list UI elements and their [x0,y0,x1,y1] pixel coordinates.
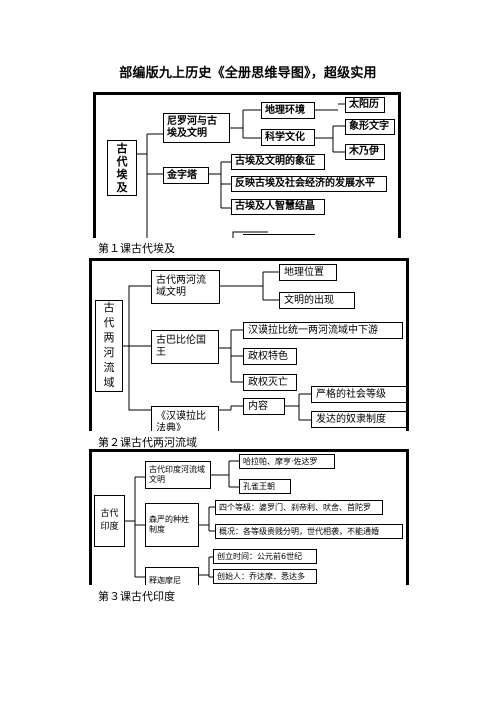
panel-frame [89,449,409,585]
node-pyramid: 金字塔 [163,167,209,184]
node-label: 尼罗河与古埃及文明 [167,116,217,139]
node-label: 古埃及文明的象征 [235,156,315,167]
node-location: 地理位置 [279,264,337,281]
node-label: 文明的出现 [284,294,334,306]
node-label: 地理位置 [284,266,324,278]
node-social-hierarchy: 严格的社会等级 [311,386,407,403]
node-label: 古代印度河流域文明 [149,465,205,484]
node-label: 释迦摩尼 [149,576,181,585]
root-node-label: 古代埃及 [116,141,128,195]
panel-frame [93,92,401,238]
node-label: 地理环境 [265,104,305,116]
node-caste-overview: 概况：各等级贵贱分明，世代相袭，不能通婚 [215,524,403,539]
node-unification: 汉谟拉比统一两河流域中下游 [243,322,403,339]
node-slavery: 发达的奴隶制度 [311,411,407,428]
node-science-culture: 科学文化 [261,129,315,146]
lesson-caption: 第３课古代印度 [98,590,175,603]
node-indus-civilization: 古代印度河流域文明 [145,461,211,489]
node-nile-civilization: 尼罗河与古埃及文明 [163,113,230,143]
node-founded-time: 创立时间：公元前6世纪 [213,549,317,564]
node-emergence: 文明的出现 [279,292,355,309]
node-label: 金字塔 [167,169,197,181]
node-label: 科学文化 [265,131,305,143]
node-regime-fall: 政权灭亡 [243,374,297,391]
node-symbol: 古埃及文明的象征 [231,154,325,170]
node-label: 四个等级：婆罗门、刹帝利、吠舍、首陀罗 [219,502,371,512]
node-label: 创立时间：公元前6世纪 [217,551,303,561]
node-label: 政权特色 [248,350,288,362]
node-label: 反映古埃及社会经济的发展水平 [235,178,375,189]
node-solar-calendar: 太阳历 [345,97,385,113]
mindmap-panel-egypt: 古代埃及 尼罗河与古埃及文明 地理环境 科学文化 太阳历 象形文字 木乃伊 金字… [93,92,401,238]
node-label: 木乃伊 [349,146,379,157]
node-label: 象形文字 [349,121,389,132]
node-label: 内容 [248,400,268,412]
node-harappa: 哈拉帕、摩亨·佐达罗 [239,454,335,469]
node-label: 概况：各等级贵贱分明，世代相袭，不能通婚 [219,526,379,536]
node-label: 汉谟拉比统一两河流域中下游 [248,324,378,336]
node-wisdom: 古埃及人智慧结晶 [231,199,325,215]
node-label: 严格的社会等级 [316,388,386,400]
connector-lines [125,460,239,578]
lesson-caption: 第１课古代埃及 [98,242,175,255]
node-maurya: 孔雀王朝 [239,479,291,494]
root-node: 古代埃及 [107,140,137,196]
node-caste-system: 森严的种姓制度 [145,503,199,547]
node-two-rivers-civilization: 古代两河流域文明 [151,270,220,304]
node-label: 孔雀王朝 [243,481,275,491]
node-label: 政权灭亡 [248,376,288,388]
node-label: 《汉谟拉比法典》 [156,411,206,431]
node-label: 古巴比伦国王 [156,335,206,358]
root-node-label: 古代两河流域 [103,301,115,389]
node-hammurabi-code: 《汉谟拉比法典》 [151,406,219,431]
mindmap-panel-india: 古代印度 古代印度河流域文明 哈拉帕、摩亨·佐达罗 孔雀王朝 森严的种姓制度 四… [89,449,409,585]
node-founder: 创始人：乔达摩．悉达多 [213,569,317,584]
node-content: 内容 [243,398,285,415]
connector-lines [123,271,311,421]
node-regime-feature: 政权特色 [243,348,297,365]
node-four-castes: 四个等级：婆罗门、刹帝利、吠舍、首陀罗 [215,500,383,515]
root-node-label: 古代印度 [100,508,119,533]
node-sakyamuni: 释迦摩尼 [145,567,199,585]
node-hieroglyphs: 象形文字 [345,119,395,135]
panel-frame [89,258,409,431]
node-label: 森严的种姓制度 [149,515,189,534]
root-node: 古代印度 [94,495,125,547]
page-title: 部编版九上历史《全册思维导图》，超级实用 [119,66,377,81]
node-label: 古埃及人智慧结晶 [235,201,315,212]
node-label: 太阳历 [349,99,379,110]
root-node: 古代两河流域 [95,300,123,392]
node-label: 哈拉帕、摩亨·佐达罗 [243,456,318,466]
node-economy: 反映古埃及社会经济的发展水平 [231,176,387,192]
node-label: 古代两河流域文明 [156,275,206,298]
node-babylon-king: 古巴比伦国王 [151,330,219,364]
node-mummy: 木乃伊 [345,144,385,160]
node-geography: 地理环境 [261,102,315,119]
connector-lines [137,103,345,238]
lesson-caption: 第２课古代两河流域 [98,436,197,449]
panel-bottom-rule [243,234,315,235]
node-label: 创始人：乔达摩．悉达多 [217,571,305,581]
mindmap-panel-mesopotamia: 古代两河流域 古代两河流域文明 地理位置 文明的出现 古巴比伦国王 汉谟拉比统一… [89,258,409,431]
node-label: 发达的奴隶制度 [316,413,386,425]
